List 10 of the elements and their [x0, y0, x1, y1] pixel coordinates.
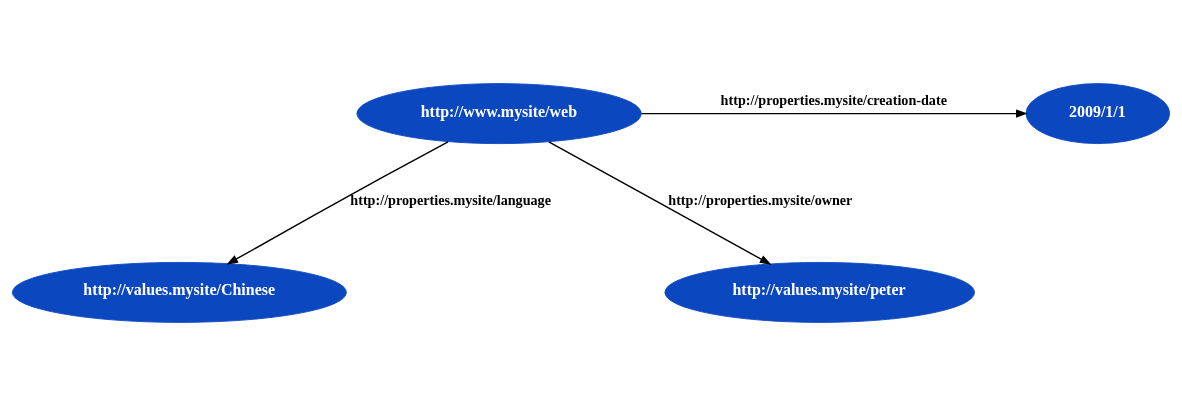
- node-ellipse: 2009/1/1: [1025, 82, 1171, 144]
- edge-label: http://properties.mysite/creation-date: [720, 91, 947, 108]
- node-ellipse: http://values.mysite/Chinese: [11, 261, 347, 323]
- arrow: [226, 140, 449, 265]
- arrow: [640, 109, 1028, 118]
- edge-label: http://properties.mysite/language: [350, 191, 551, 208]
- edge-label: http://properties.mysite/owner: [668, 191, 853, 208]
- node-ellipse: http://values.mysite/peter: [664, 261, 975, 323]
- node-ellipse: http://www.mysite/web: [356, 82, 642, 144]
- arrow: [548, 140, 772, 265]
